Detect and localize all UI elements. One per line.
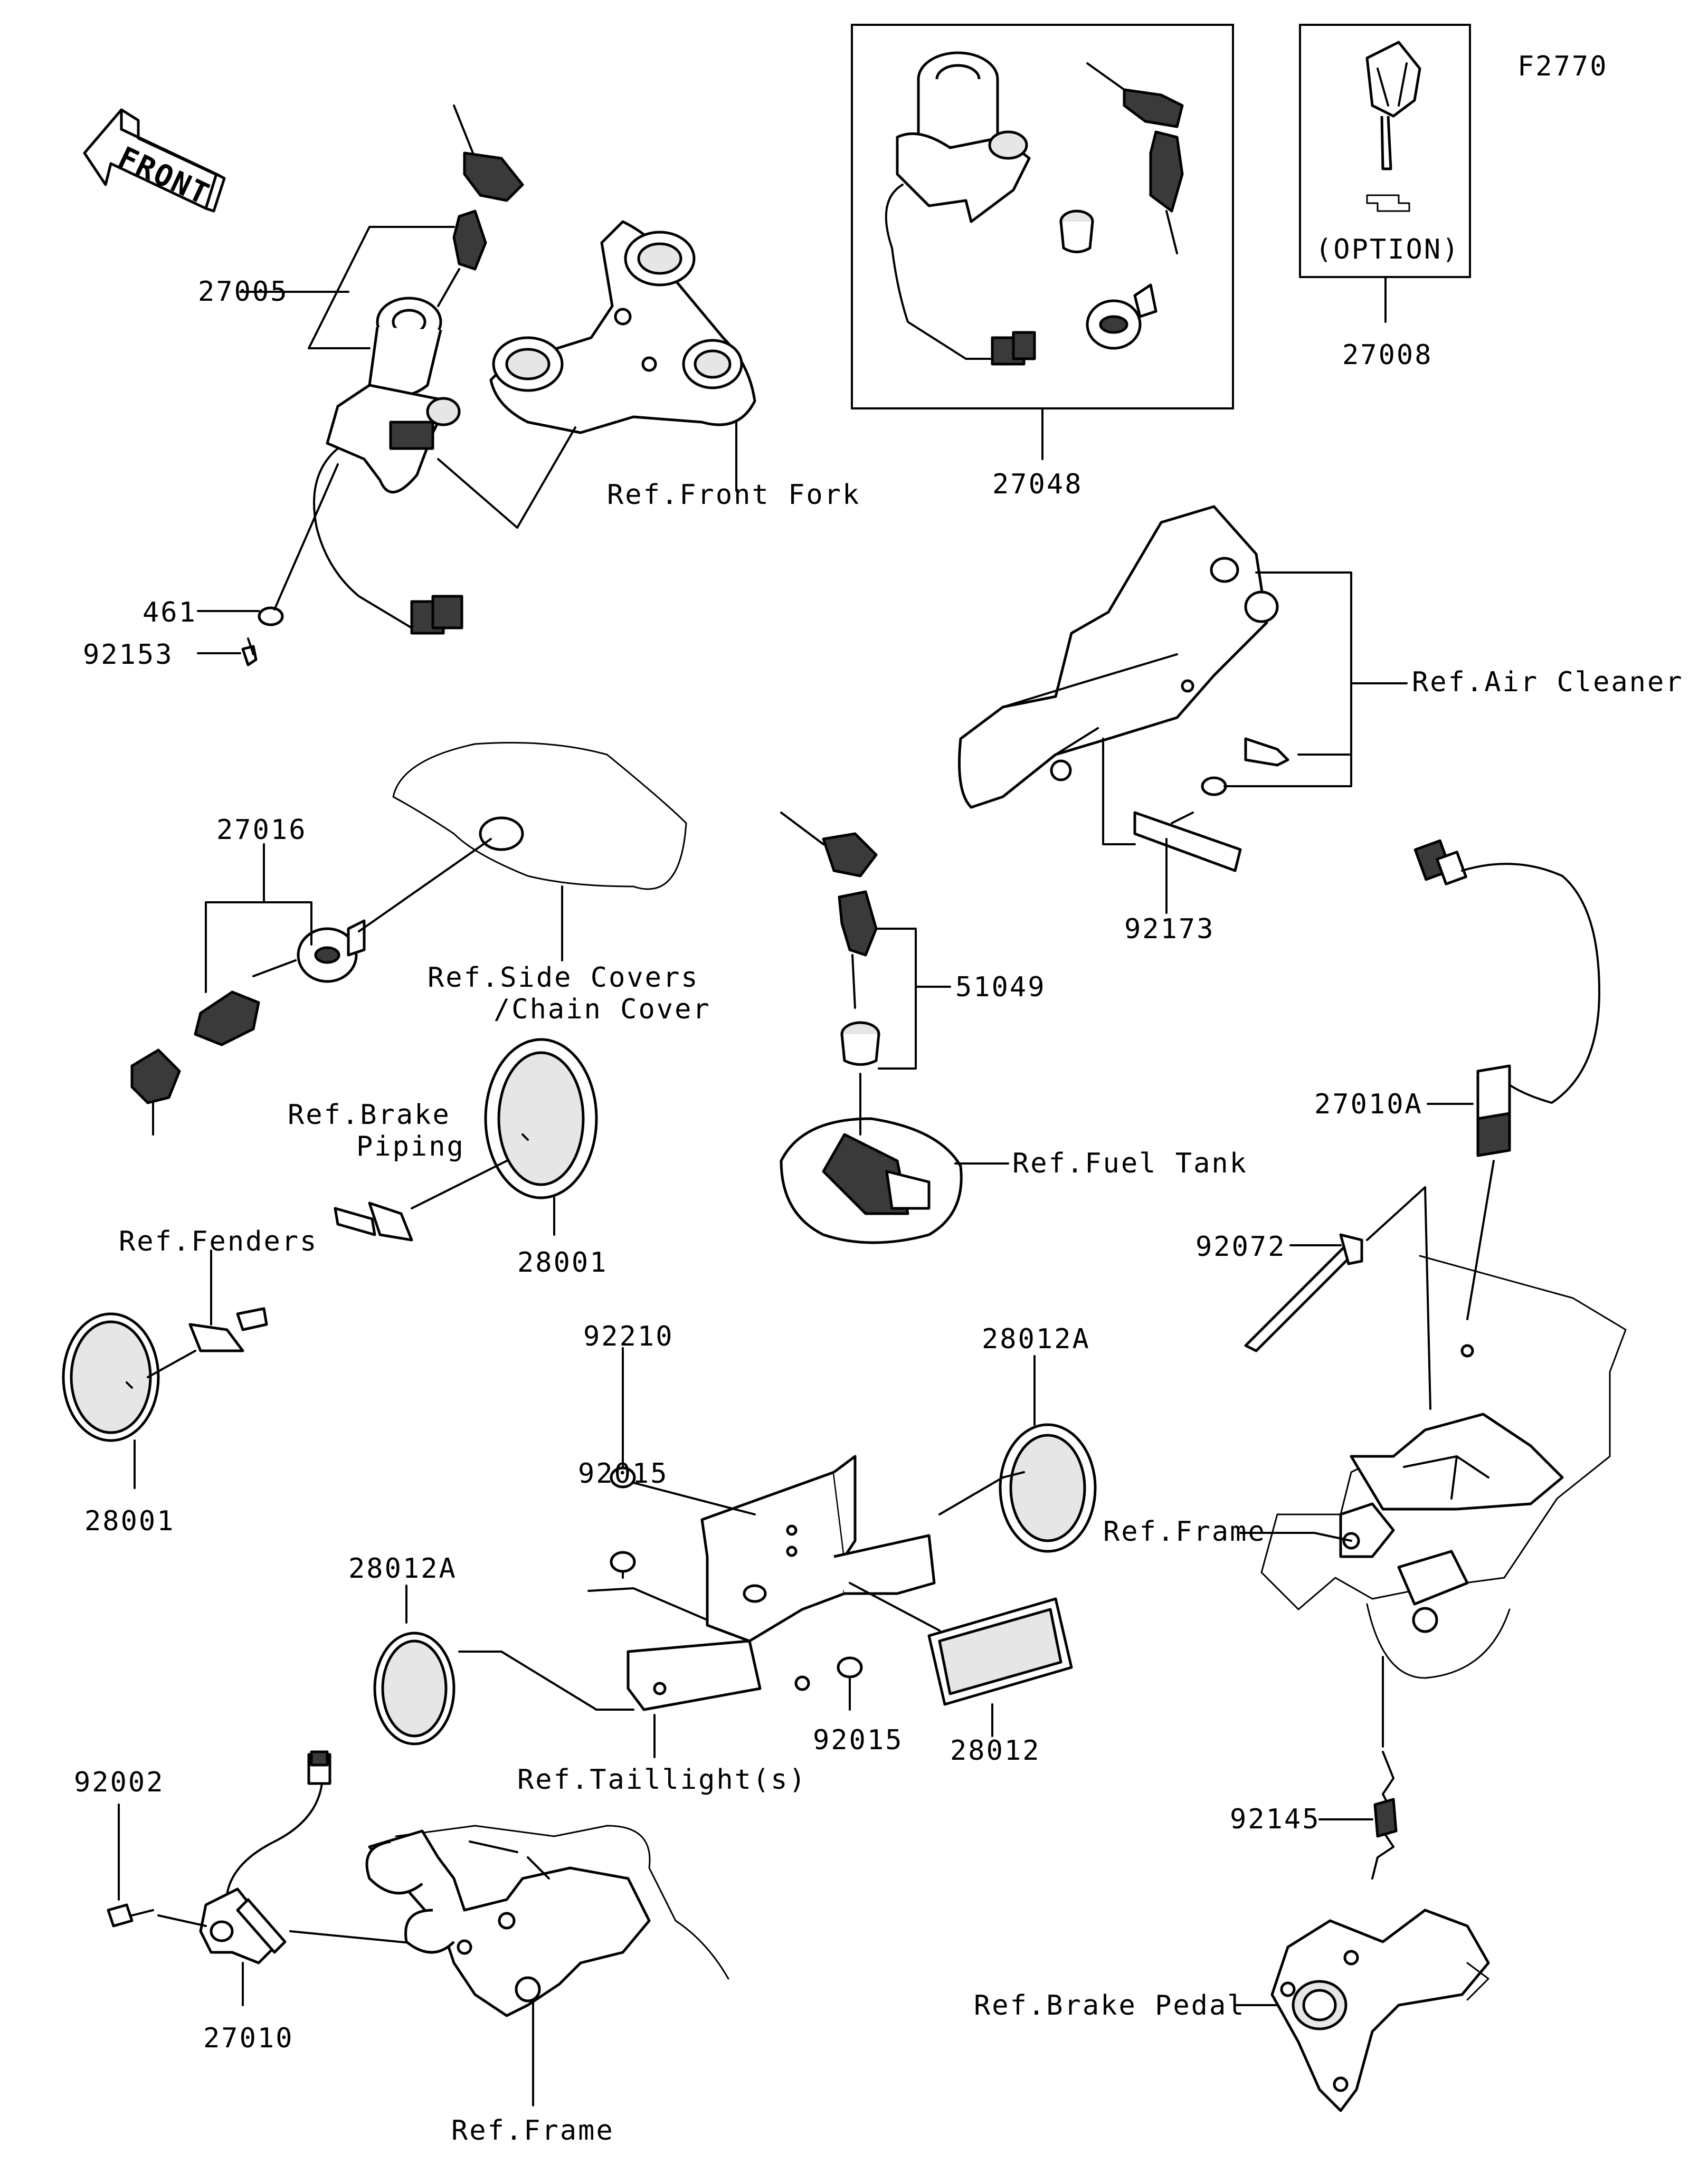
cable-tie-icon [1244, 1233, 1363, 1352]
label-ref-brake-pedal: Ref.Brake Pedal [974, 1990, 1246, 2021]
label-92002: 92002 [74, 1767, 165, 1798]
label-ref-side-covers-1: Ref.Side Covers [428, 962, 699, 994]
label-27010: 27010 [203, 2023, 294, 2054]
label-28012a-b: 28012A [348, 1553, 457, 1585]
air-cleaner-cover [958, 505, 1279, 809]
label-ref-frame-b: Ref.Frame [451, 2115, 614, 2147]
figure-code: F2770 [1517, 51, 1608, 82]
label-92072: 92072 [1195, 1231, 1286, 1263]
reflector-icon [373, 1632, 456, 1746]
key-icon [1086, 62, 1184, 254]
nut-icon [610, 1466, 863, 1678]
seat-lock-icon [297, 919, 366, 983]
label-27048: 27048 [992, 469, 1083, 500]
label-28001-a: 28001 [517, 1247, 608, 1279]
frame-right [1260, 1255, 1627, 1679]
key-icon [1365, 41, 1421, 212]
label-27010a: 27010A [1314, 1089, 1423, 1120]
spring-icon [1371, 1751, 1398, 1880]
label-51049: 51049 [955, 971, 1046, 1003]
reflector-icon [484, 1038, 598, 1199]
option-label: (OPTION) [1315, 234, 1460, 265]
label-ref-front-fork: Ref.Front Fork [607, 479, 860, 511]
label-92145: 92145 [1230, 1804, 1321, 1835]
label-92015-b: 92015 [813, 1724, 904, 1756]
sensor-icon [1413, 839, 1600, 1157]
label-ref-air-cleaner: Ref.Air Cleaner [1412, 666, 1684, 698]
label-27005: 27005 [198, 276, 289, 308]
label-ref-taillights: Ref.Taillight(s) [517, 1764, 807, 1796]
label-28001-b: 28001 [84, 1505, 175, 1537]
front-arrow-icon: FRONT [83, 108, 226, 213]
bolt-icon [107, 1903, 154, 1928]
label-ref-fenders: Ref.Fenders [119, 1226, 318, 1257]
ignition-set-box [851, 24, 1234, 409]
label-92173: 92173 [1124, 913, 1215, 945]
ignition-switch-icon [313, 104, 524, 635]
reflector-icon [62, 1312, 160, 1442]
stud-icon [334, 1201, 413, 1242]
label-92210: 92210 [583, 1321, 674, 1352]
seat-lock-icon [1086, 283, 1157, 350]
license-bracket [627, 1455, 936, 1711]
label-ref-frame-a: Ref.Frame [1103, 1516, 1266, 1548]
sensor-icon [199, 1750, 331, 1964]
bolt-icon [1244, 737, 1289, 767]
lock-cylinder-icon [840, 1021, 880, 1066]
key-icon [780, 812, 878, 1009]
label-ref-fuel-tank: Ref.Fuel Tank [1012, 1148, 1248, 1179]
key-icon [130, 959, 297, 1136]
washer-icon [258, 606, 284, 626]
bracket-plate [1133, 811, 1242, 872]
label-ref-side-covers-2: /Chain Cover [494, 994, 711, 1025]
reflector-icon [999, 1423, 1097, 1553]
frame-bottom [365, 1825, 729, 2017]
front-fork-bracket [489, 220, 756, 434]
label-461: 461 [143, 597, 197, 628]
label-27008: 27008 [1342, 339, 1433, 371]
lock-cylinder-icon [1059, 209, 1094, 253]
label-28012a-a: 28012A [982, 1323, 1090, 1355]
label-92153: 92153 [83, 639, 174, 671]
side-cover [392, 742, 687, 890]
ignition-switch-icon [885, 51, 1036, 366]
washer-icon [1201, 776, 1227, 796]
label-ref-brake-piping-2: Piping [356, 1131, 465, 1162]
label-92015-a: 92015 [578, 1458, 669, 1490]
label-28012: 28012 [950, 1735, 1041, 1767]
label-ref-brake-piping-1: Ref.Brake [288, 1099, 451, 1131]
fuel-cap-icon [780, 1117, 963, 1244]
brake-pedal-bracket [1270, 1909, 1490, 2112]
label-27016: 27016 [216, 814, 307, 846]
bolt-icon [241, 637, 258, 666]
reflector-icon [927, 1597, 1073, 1706]
spacer-icon [188, 1307, 268, 1352]
